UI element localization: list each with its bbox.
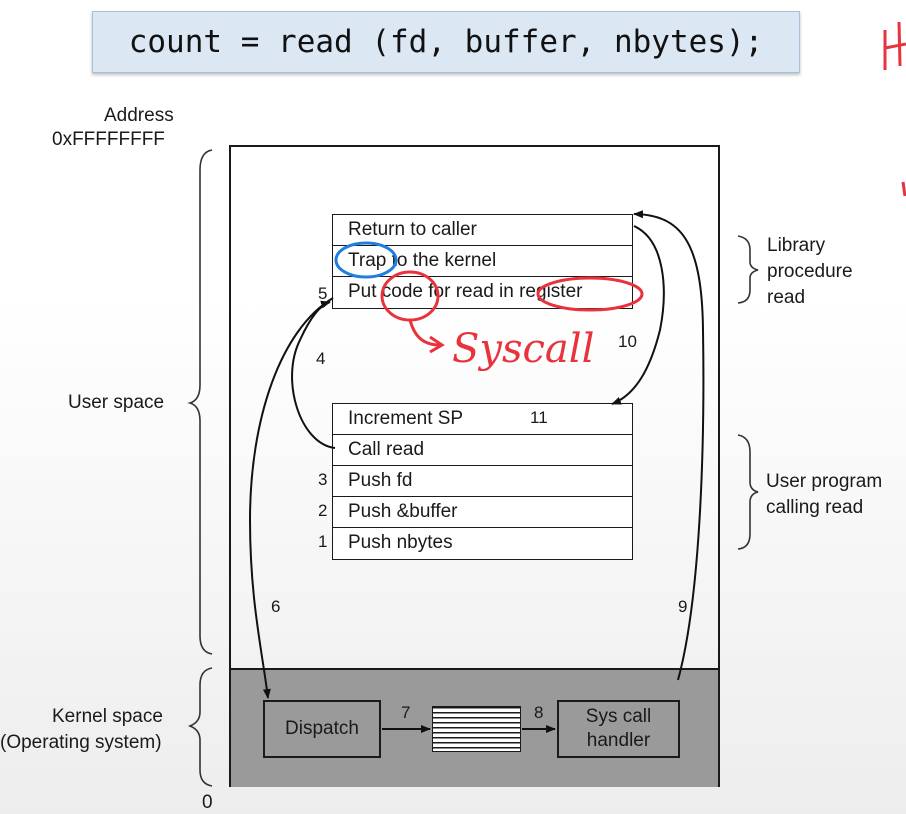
- step-11: 11: [530, 408, 548, 427]
- trap-highlight: [334, 241, 398, 279]
- address-label: Address: [104, 105, 174, 126]
- kernel-space-label: Kernel space: [52, 706, 163, 727]
- step-9: 9: [678, 597, 688, 616]
- stack-row-trap: Trap to the kernel: [333, 246, 632, 277]
- code-line: count = read (fd, buffer, nbytes);: [92, 11, 800, 73]
- step-4: 4: [316, 349, 326, 368]
- program-label-line2: calling read: [766, 497, 864, 518]
- handler-line1: Sys call: [585, 706, 652, 727]
- stack-row-increment-sp: Increment SP: [333, 404, 632, 435]
- syscall-table: [432, 706, 521, 752]
- user-program-label: User program calling read: [766, 469, 882, 521]
- dispatch-box: Dispatch: [263, 700, 381, 758]
- stack-row-call-read: Call read: [333, 435, 632, 466]
- stack-row-return: Return to caller: [333, 215, 632, 246]
- step-5: 5: [318, 284, 328, 303]
- kernel-space-brace: [187, 667, 213, 787]
- step-7: 7: [401, 703, 411, 722]
- program-brace: [737, 434, 759, 550]
- stack-row-push-buffer: Push &buffer: [333, 497, 632, 528]
- library-label-line1: Library: [767, 235, 826, 256]
- edge-scribble: [883, 21, 906, 70]
- arrow-6: [248, 297, 334, 699]
- operating-system-label: (Operating system): [0, 732, 162, 753]
- library-procedure-label: Library procedure read: [767, 233, 853, 311]
- address-low: 0: [202, 792, 213, 813]
- step-8: 8: [534, 703, 544, 722]
- user-program-stack: Increment SP Call read Push fd Push &buf…: [332, 403, 633, 560]
- user-space-label: User space: [68, 392, 165, 413]
- register-highlight: [536, 276, 644, 312]
- library-brace: [737, 235, 759, 304]
- step-2: 2: [318, 501, 328, 520]
- step-3: 3: [318, 470, 328, 489]
- program-label-line1: User program: [766, 471, 883, 492]
- step-10: 10: [618, 332, 637, 351]
- arrow-9: [633, 210, 705, 681]
- syscall-annotation: Syscall: [452, 326, 594, 372]
- arrow-10: [611, 225, 665, 405]
- user-space-brace: [187, 149, 213, 655]
- stack-row-put-code: Put code for read in register: [348, 281, 583, 302]
- arrow-4: [291, 300, 336, 449]
- address-high: 0xFFFFFFFF: [52, 129, 165, 150]
- syscall-arrow: [408, 319, 441, 347]
- handler-line2: handler: [586, 730, 651, 751]
- stack-row-push-nbytes: Push nbytes: [348, 532, 453, 553]
- step-6: 6: [271, 597, 281, 616]
- library-label-line3: read: [767, 287, 806, 308]
- code-highlight: [380, 270, 440, 322]
- step-1: 1: [318, 532, 328, 551]
- sys-call-handler-box: Sys call handler: [557, 700, 680, 758]
- stack-row-push-fd: Push fd: [333, 466, 632, 497]
- library-label-line2: procedure: [767, 261, 853, 282]
